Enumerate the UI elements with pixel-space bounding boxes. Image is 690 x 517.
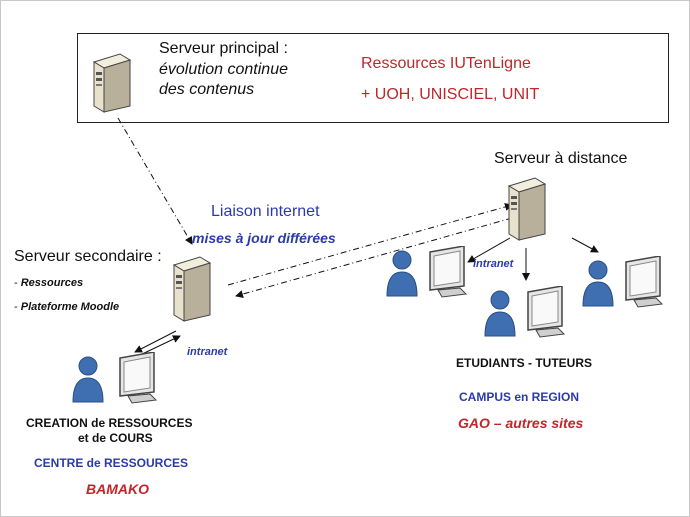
intranet-right-arrow-3 <box>571 237 599 253</box>
main-server-icon <box>92 53 132 113</box>
secondary-server-item1-row: - Ressources <box>14 277 83 289</box>
remote-server-icon <box>507 177 547 241</box>
intranet-left-label: intranet <box>187 346 228 358</box>
left-group-center: CENTRE de RESSOURCES <box>34 456 189 470</box>
intranet-left-arrow-2 <box>137 335 181 357</box>
link-remote-to-secondary <box>235 217 513 298</box>
left-group-line2: et de COURS <box>78 431 153 445</box>
bullet-dash: - <box>14 277 21 289</box>
secondary-server-title: Serveur secondaire : <box>14 248 162 265</box>
secondary-server-item2: Plateforme Moodle <box>20 301 120 313</box>
right-group-label: ETUDIANTS - TUTEURS <box>456 356 592 370</box>
main-server-line2: évolution continue <box>159 61 288 78</box>
link-subtitle: mises à jour différées <box>192 230 336 246</box>
main-server-title: Serveur principal : <box>159 40 288 57</box>
intranet-right-arrow-1 <box>467 237 511 263</box>
main-server-line3: des contenus <box>159 81 255 98</box>
intranet-right-label: intranet <box>473 258 514 270</box>
remote-server-title: Serveur à distance <box>494 150 628 167</box>
link-main-to-secondary <box>117 117 193 245</box>
secondary-server-item1: Ressources <box>20 277 84 289</box>
main-server-partners: + UOH, UNISCIEL, UNIT <box>361 86 540 103</box>
right-group-city: GAO – autres sites <box>458 415 584 431</box>
left-group-line1: CREATION de RESSOURCES <box>26 416 193 430</box>
bullet-dash: - <box>14 301 21 313</box>
secondary-server-icon <box>172 256 212 322</box>
user-workstation-icon-right-3 <box>582 256 664 308</box>
user-workstation-icon-left <box>72 352 158 404</box>
user-workstation-icon-right-1 <box>386 246 468 298</box>
main-server-resources: Ressources IUTenLigne <box>361 55 531 72</box>
main-server-box <box>77 33 669 123</box>
left-group-city: BAMAKO <box>86 481 149 497</box>
user-workstation-icon-right-2 <box>484 286 566 338</box>
right-group-campus: CAMPUS en REGION <box>459 390 580 404</box>
intranet-left-arrow-1 <box>134 330 177 353</box>
link-title: Liaison internet <box>211 203 320 220</box>
secondary-server-item2-row: - Plateforme Moodle <box>14 301 119 313</box>
link-secondary-to-remote <box>227 203 513 286</box>
